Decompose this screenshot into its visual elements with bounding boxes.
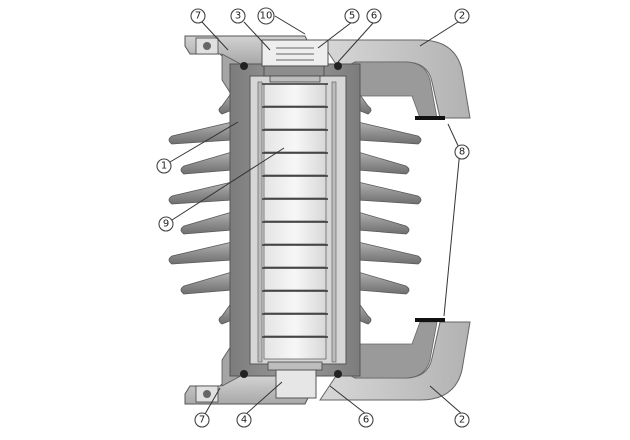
callout-7-bottom: 7 <box>194 412 210 428</box>
support-rod <box>257 81 263 363</box>
shed-left <box>168 181 233 205</box>
callout-7-top: 7 <box>190 8 206 24</box>
shed-left <box>180 271 233 295</box>
leader-lines <box>169 15 463 415</box>
housing-sheds <box>168 90 422 325</box>
svg-text:10: 10 <box>260 11 273 22</box>
callout-2-bottom: 2 <box>454 412 470 428</box>
mov-block <box>263 267 327 291</box>
shed-right <box>357 121 422 145</box>
mov-block <box>263 221 327 245</box>
svg-text:7: 7 <box>195 11 201 22</box>
svg-text:3: 3 <box>235 11 241 22</box>
mov-block <box>263 152 327 176</box>
svg-text:8: 8 <box>459 147 465 158</box>
callout-3: 3 <box>230 8 246 24</box>
shed-right <box>357 211 410 235</box>
shed-left <box>218 300 233 325</box>
shed-left <box>168 241 233 265</box>
svg-text:1: 1 <box>161 161 167 172</box>
mov-block <box>263 336 327 360</box>
shed-right <box>357 181 422 205</box>
mov-block <box>263 244 327 268</box>
shed-left <box>180 151 233 175</box>
shed-right <box>357 90 372 115</box>
svg-text:6: 6 <box>363 415 369 426</box>
svg-text:2: 2 <box>459 415 465 426</box>
shed-left <box>218 90 233 115</box>
shed-right <box>357 300 372 325</box>
mov-block-stack <box>257 81 337 363</box>
svg-text:9: 9 <box>163 219 169 230</box>
callout-9: 9 <box>158 216 174 232</box>
bottom-end-fitting <box>240 361 342 399</box>
callout-8: 8 <box>454 144 470 160</box>
mov-block <box>263 198 327 222</box>
callout-4: 4 <box>236 412 252 428</box>
support-rod <box>331 81 337 363</box>
callout-1: 1 <box>156 158 172 174</box>
shed-left <box>168 121 233 145</box>
mov-block <box>263 175 327 199</box>
shed-right <box>357 271 410 295</box>
mov-block <box>263 290 327 314</box>
right-grading-handles <box>319 39 471 401</box>
svg-text:6: 6 <box>371 11 377 22</box>
svg-text:2: 2 <box>459 11 465 22</box>
mov-block <box>263 106 327 130</box>
shed-right <box>357 151 410 175</box>
svg-text:7: 7 <box>199 415 205 426</box>
callout-6-top: 6 <box>366 8 382 24</box>
mov-block <box>263 83 327 107</box>
callout-6-bottom: 6 <box>358 412 374 428</box>
callout-10: 10 <box>257 7 275 25</box>
svg-text:4: 4 <box>241 415 247 426</box>
callout-5: 5 <box>344 8 360 24</box>
callout-2-top: 2 <box>454 8 470 24</box>
mov-block <box>263 313 327 337</box>
mov-block <box>263 129 327 153</box>
shed-left <box>180 211 233 235</box>
shed-right <box>357 241 422 265</box>
top-end-fitting <box>240 39 342 83</box>
svg-text:5: 5 <box>349 11 355 22</box>
